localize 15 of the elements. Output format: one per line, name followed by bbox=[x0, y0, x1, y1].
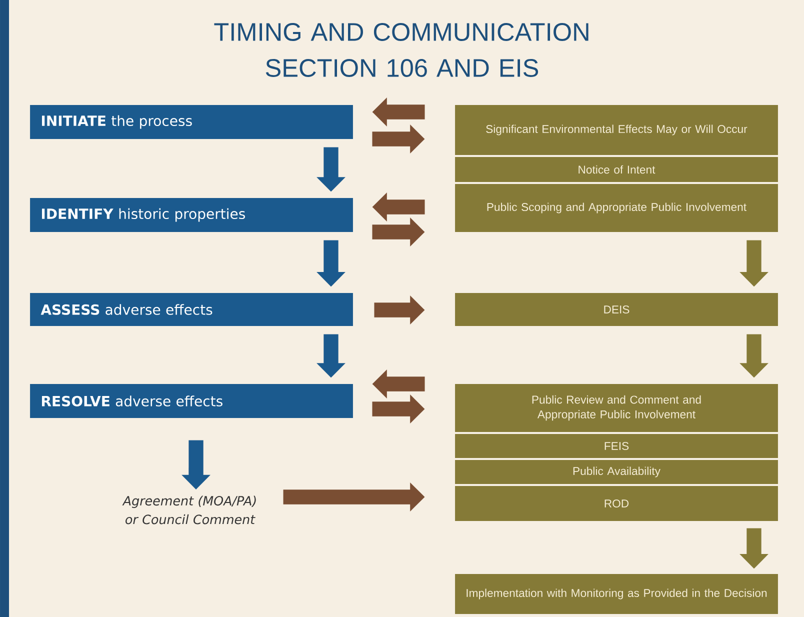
step-box: FEIS bbox=[455, 434, 778, 458]
process-box: INITIATE the process bbox=[30, 105, 353, 139]
step-box: DEIS bbox=[455, 292, 778, 326]
title: TIMING AND COMMUNICATION SECTION 106 AND EIS bbox=[214, 23, 588, 77]
step-box: Notice of Intent bbox=[455, 156, 778, 182]
step-box: Public Review and Comment and Appropriate Public Involvement bbox=[455, 384, 778, 432]
step-box: Implementation with Monitoring as Provided in the Decision bbox=[455, 574, 778, 614]
step-box: Significant Environmental Effects May or Will Occur bbox=[455, 105, 778, 155]
step-box: Public Availability bbox=[455, 460, 778, 484]
process-box: IDENTIFY historic properties bbox=[30, 198, 353, 232]
step-box: ROD bbox=[455, 486, 778, 521]
process-box: ASSESS adverse effects bbox=[30, 292, 353, 326]
outcome-text: Agreement (MOA/PA) or Council Comment bbox=[122, 496, 256, 524]
step-box: Public Scoping and Appropriate Public Involvement bbox=[455, 184, 778, 232]
process-box: RESOLVE adverse effects bbox=[30, 384, 353, 418]
